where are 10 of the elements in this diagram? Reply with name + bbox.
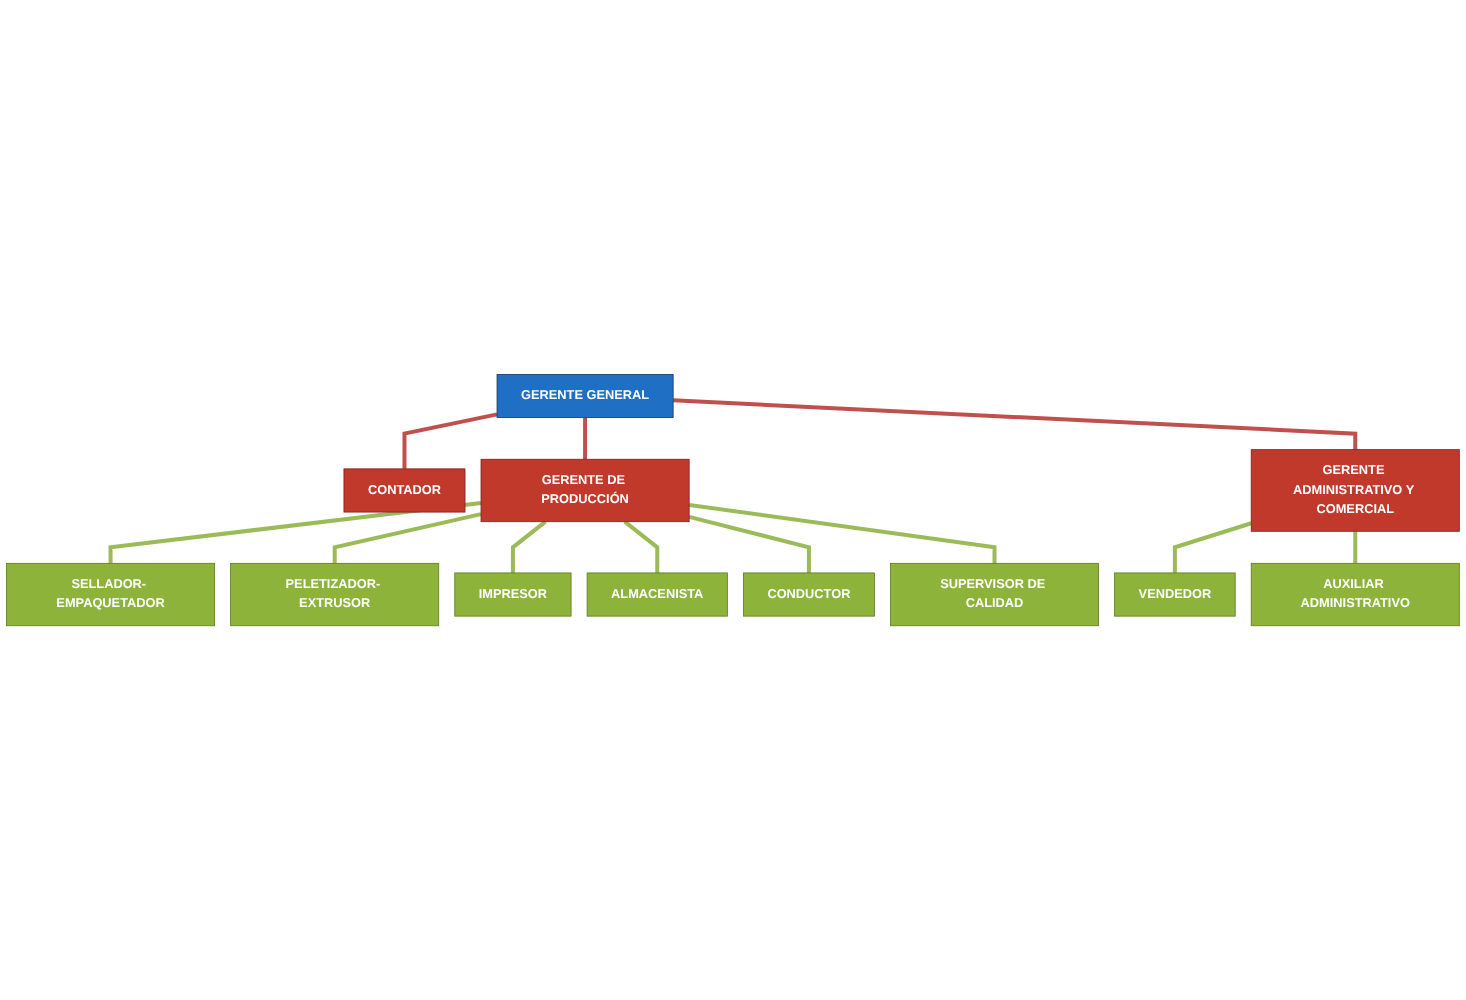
connector: [402, 412, 498, 469]
connector: [673, 398, 1358, 450]
connector: [1173, 521, 1252, 573]
connector: [688, 514, 811, 573]
connector: [511, 520, 547, 573]
connector: [1353, 531, 1358, 564]
connector: [583, 417, 588, 460]
connector: [332, 512, 482, 564]
connector: [623, 520, 660, 573]
connector: [688, 502, 997, 564]
